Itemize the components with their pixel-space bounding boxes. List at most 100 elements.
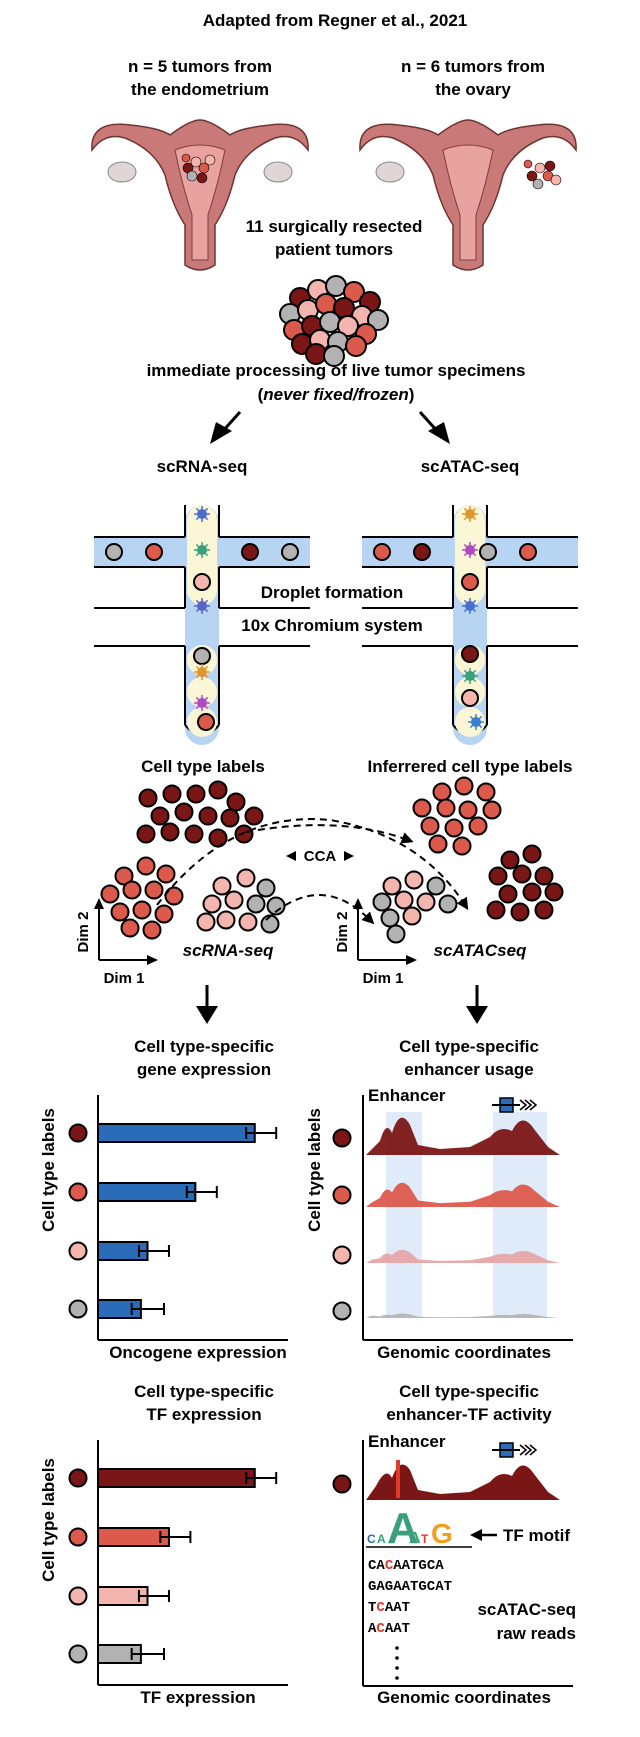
cell-dark-red — [226, 792, 246, 812]
bead-oligo — [201, 543, 209, 551]
arrow-head-scrna — [210, 422, 232, 444]
cell — [193, 647, 211, 665]
tf-motif-arrowhead — [470, 1529, 482, 1541]
cell-dark-red — [150, 806, 170, 826]
cell-red — [100, 884, 120, 904]
tf-expression-title-2: TF expression — [146, 1405, 261, 1424]
cell-dark-red — [510, 902, 530, 922]
endometrial-tumor — [181, 153, 216, 184]
cell-dark-red — [220, 808, 240, 828]
tumor-cell — [319, 311, 341, 333]
scatac-label: scATAC-seq — [421, 457, 520, 476]
arrow-head-scatac — [428, 422, 450, 444]
barcode-bead — [194, 664, 210, 680]
cca-right-arrowhead — [344, 851, 354, 861]
cell-dark-red — [486, 900, 506, 920]
cell-dark-red — [512, 864, 532, 884]
cell-type-dot — [332, 1128, 352, 1148]
cell-type-dot — [332, 1185, 352, 1205]
cell-red — [432, 782, 452, 802]
bead-oligo — [201, 513, 209, 521]
read-segment: A — [368, 1621, 377, 1637]
gene-expression-title-1: Cell type-specific — [134, 1037, 274, 1056]
accessibility-track — [366, 1464, 560, 1500]
ellipsis-dot — [395, 1676, 399, 1680]
chromium-system-label: 10x Chromium system — [241, 616, 422, 635]
cell-dark-red — [534, 866, 554, 886]
cell-mixed — [238, 912, 258, 932]
enhancer-label: Enhancer — [368, 1086, 446, 1105]
cell — [197, 713, 215, 731]
cell-type-dot — [68, 1644, 88, 1664]
enhancer-usage-title-1: Cell type-specific — [399, 1037, 539, 1056]
cell — [241, 543, 259, 561]
read-segment: T — [368, 1600, 376, 1616]
bar1-ylabel: Cell type labels — [39, 1108, 58, 1232]
right-tumor-label-1: n = 6 tumors from — [401, 57, 545, 76]
accessibility-track — [366, 1249, 560, 1263]
read-sequence: ACAAT — [368, 1621, 410, 1637]
cell-red — [144, 880, 164, 900]
motif-letter: A — [409, 1530, 421, 1547]
raw-reads-label-1: scATAC-seq — [477, 1600, 576, 1619]
read-sequence: CACAATGCA — [368, 1558, 444, 1574]
tf-expression-title-1: Cell type-specific — [134, 1382, 274, 1401]
bar2-xlabel: TF expression — [140, 1688, 255, 1707]
read-variant: C — [376, 1621, 385, 1637]
cell-type-dot — [332, 1474, 352, 1494]
cell-mixed — [416, 892, 436, 912]
tf-bar-chart — [68, 1440, 288, 1686]
cell-mixed — [266, 896, 286, 916]
bead-oligo — [201, 599, 209, 607]
bead-oligo — [195, 702, 203, 710]
barcode-bead — [462, 542, 478, 558]
read-variant: C — [385, 1558, 394, 1574]
right-tumor-label-2: the ovary — [435, 80, 511, 99]
cell-mixed — [256, 878, 276, 898]
bead-oligo — [469, 507, 477, 515]
cell-mixed — [260, 914, 280, 934]
inferred-cell-type-labels-title: Inferrered cell type labels — [367, 757, 572, 776]
barcode-bead — [462, 506, 478, 522]
cell-type-dot — [332, 1301, 352, 1321]
bead-oligo — [195, 605, 203, 613]
read-segment: GAGAATGCAT — [368, 1579, 452, 1595]
cell-red — [412, 798, 432, 818]
scatac-method-label: scATACseq — [434, 941, 528, 960]
left-tumor-label-2: the endometrium — [131, 80, 269, 99]
uterus-right-illustration — [359, 119, 577, 271]
bead-oligo — [463, 599, 471, 607]
bead-oligo — [469, 715, 477, 723]
bead-oligo — [201, 549, 209, 557]
cell-red — [156, 864, 176, 884]
cell-red — [428, 834, 448, 854]
tf-activity-title-1: Cell type-specific — [399, 1382, 539, 1401]
scrna-method-label: scRNA-seq — [183, 941, 274, 960]
accessibility-track — [366, 1313, 560, 1318]
tumor-cell — [325, 275, 347, 297]
cell-dark-red — [544, 882, 564, 902]
bead-oligo — [475, 721, 483, 729]
cell-red — [482, 800, 502, 820]
bar — [97, 1468, 256, 1488]
cell-red — [154, 904, 174, 924]
enhancer-usage-tracks — [332, 1095, 573, 1341]
processing-label-1: immediate processing of live tumor speci… — [147, 361, 526, 380]
cell — [519, 543, 537, 561]
tf-activity-xlabel: Genomic coordinates — [377, 1688, 551, 1707]
barcode-bead — [194, 695, 210, 711]
cell-type-dot — [68, 1241, 88, 1261]
barcode-bead — [462, 598, 478, 614]
cell-type-dot — [332, 1245, 352, 1265]
cell-mixed — [404, 870, 424, 890]
dim-axes-right: Dim 2 Dim 1 — [334, 898, 417, 987]
cell-type-labels-title: Cell type labels — [141, 757, 265, 776]
cell-red — [458, 800, 478, 820]
tumor-cell — [315, 293, 337, 315]
left-tumor-label-1: n = 5 tumors from — [128, 57, 272, 76]
cell-red — [420, 816, 440, 836]
bead-oligo — [201, 702, 209, 710]
cca-arrow-top — [245, 824, 414, 844]
